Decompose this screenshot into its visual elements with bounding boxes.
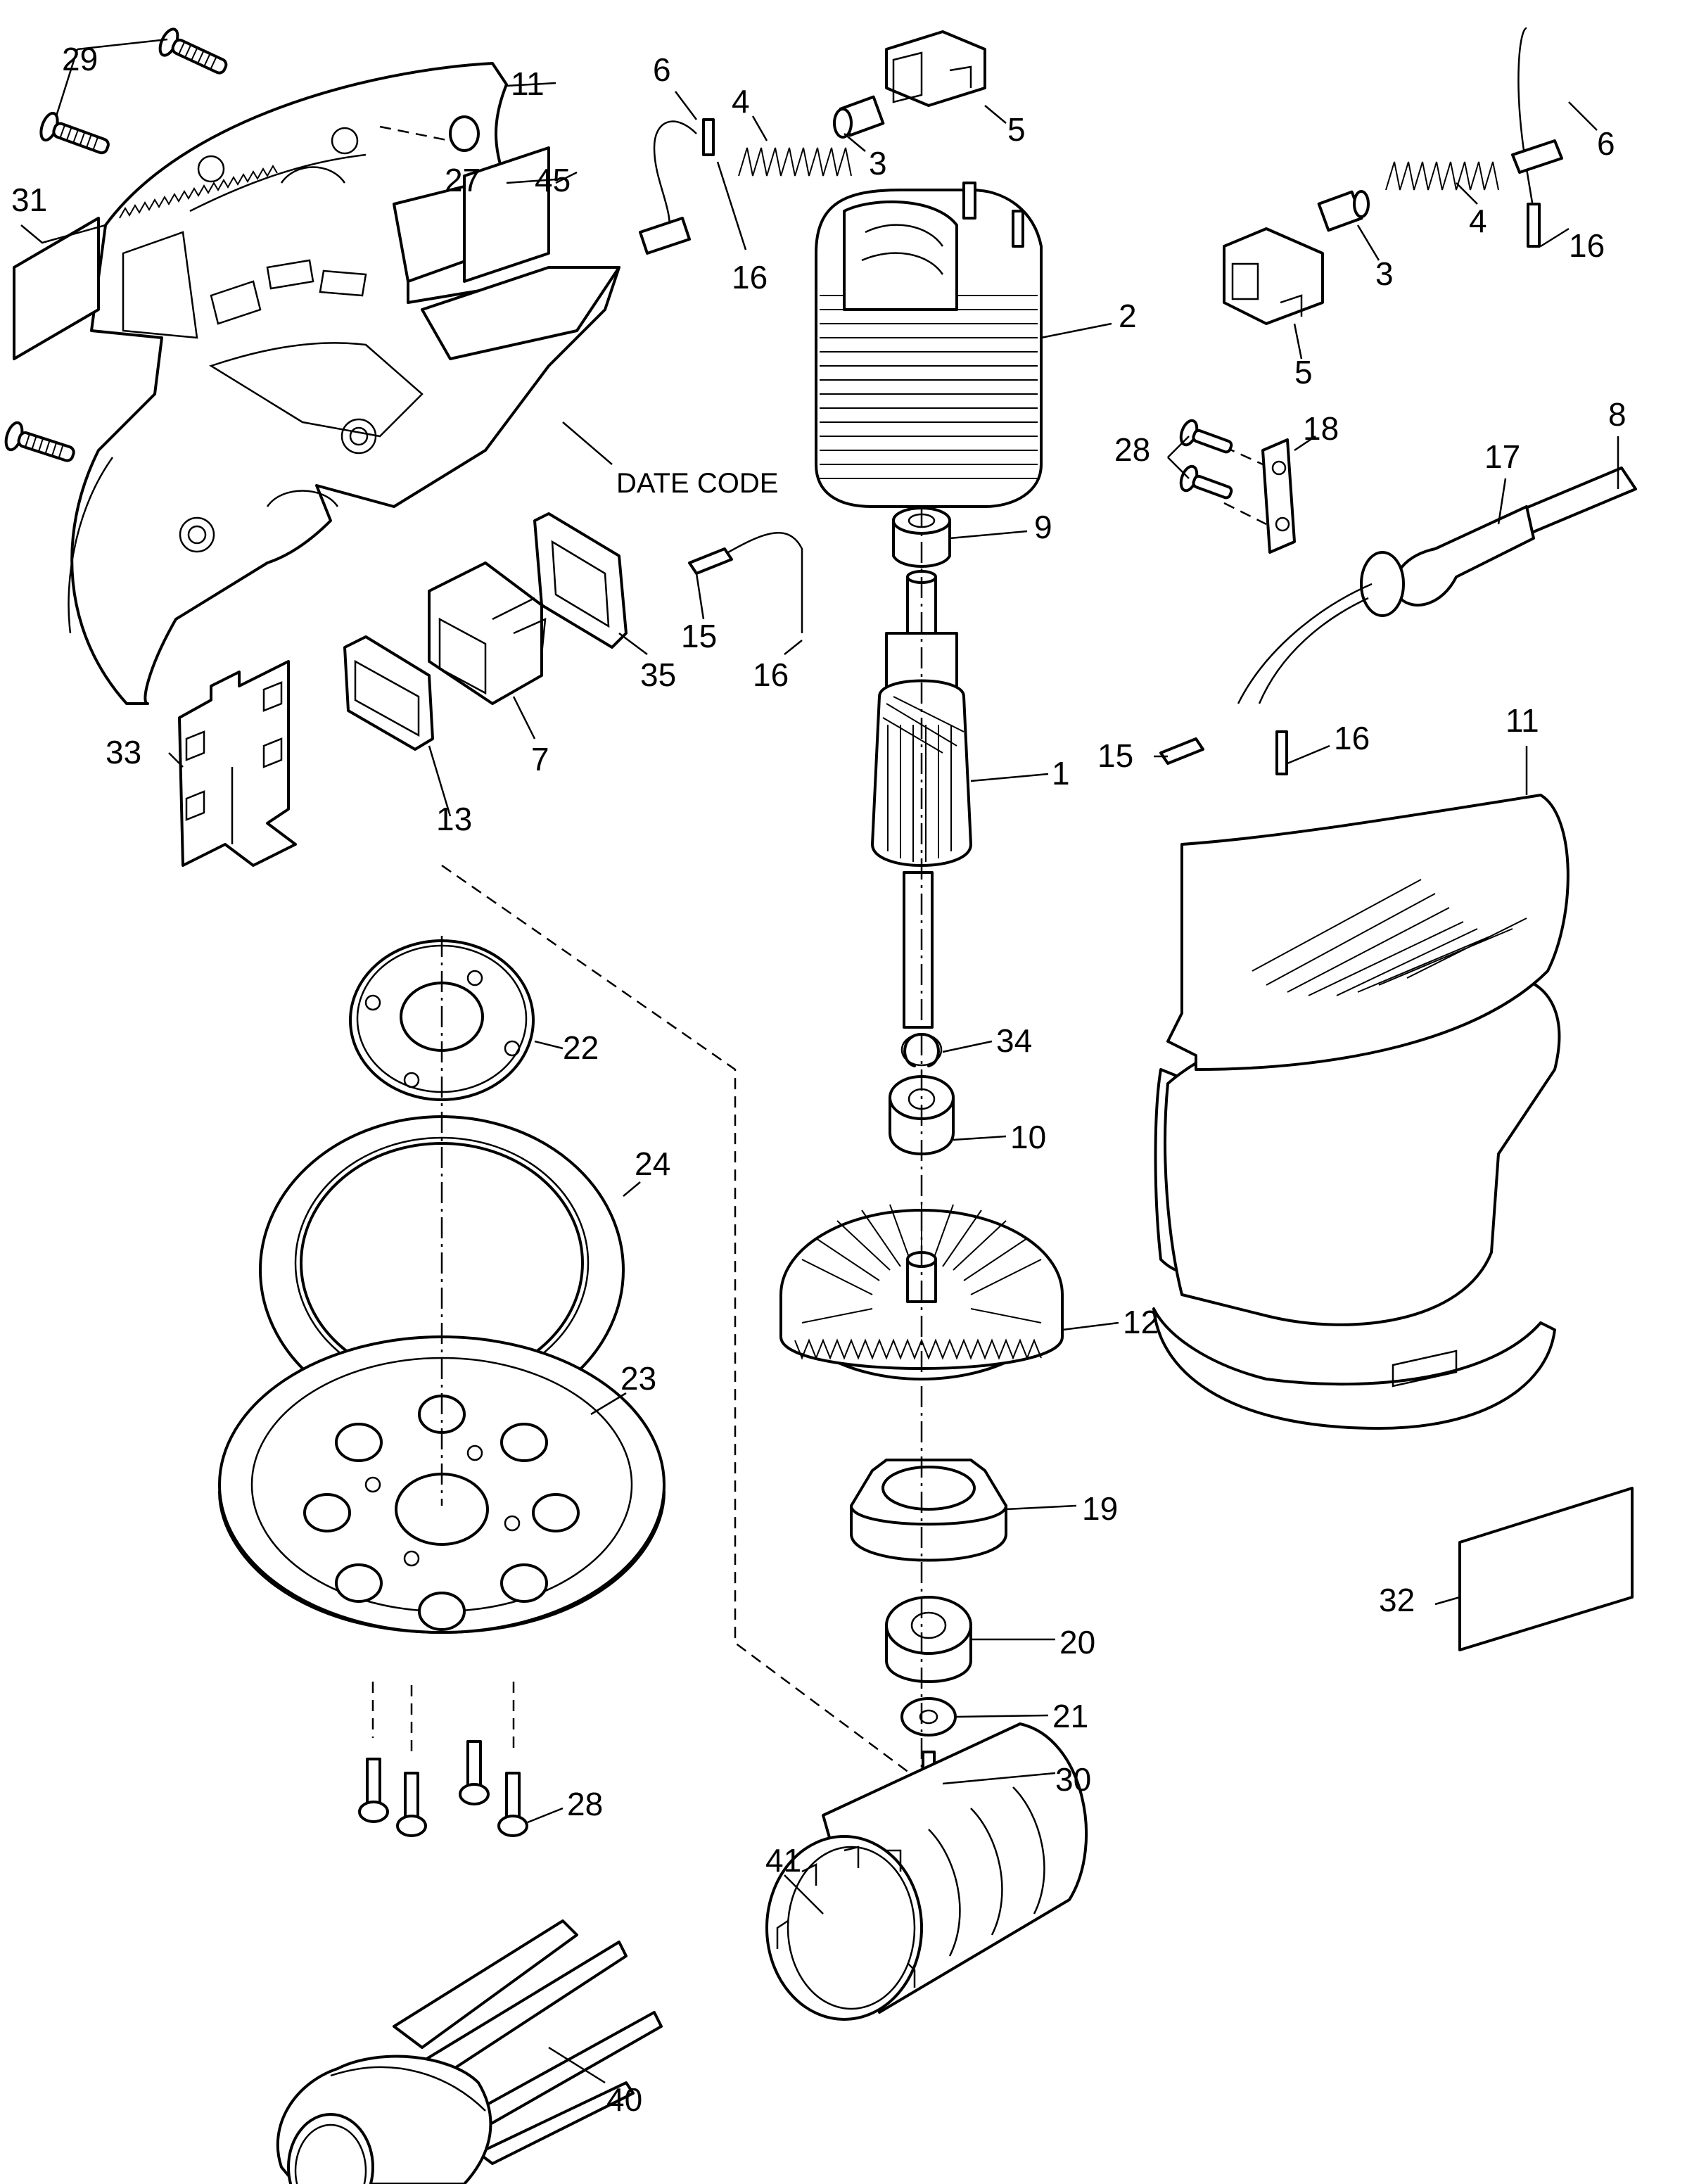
label-35: 35 (640, 656, 676, 693)
brush-holder-5-right (1223, 227, 1324, 325)
label-10: 10 (1010, 1119, 1046, 1155)
label-9: 9 (1034, 509, 1052, 545)
assembly-dashed-guide (441, 864, 929, 1789)
label-16-left: 16 (732, 259, 768, 296)
label-17: 17 (1484, 438, 1520, 475)
housing-assembly-11 (1152, 794, 1570, 1430)
label-19: 19 (1082, 1490, 1118, 1527)
brush-holder-5-left (885, 30, 986, 107)
clamp-screws-28 (1179, 419, 1233, 500)
insulator-33 (178, 660, 297, 867)
data-label-32 (1458, 1487, 1634, 1651)
label-16-right: 16 (1569, 227, 1605, 264)
label-29: 29 (62, 41, 98, 77)
part-labels: 29 11 31 27 45 6 4 3 5 16 DATE CODE 2 6 … (11, 41, 1626, 2118)
label-2: 2 (1119, 298, 1137, 334)
label-22: 22 (563, 1029, 599, 1066)
label-31: 31 (11, 182, 47, 218)
label-8: 8 (1608, 396, 1626, 433)
label-12: 12 (1123, 1304, 1159, 1340)
cord-clamp-18 (1223, 438, 1296, 554)
label-11-right: 11 (1505, 702, 1539, 739)
label-20: 20 (1059, 1624, 1095, 1661)
label-5-right: 5 (1294, 354, 1313, 391)
bearing-20 (885, 1596, 972, 1683)
label-7: 7 (531, 741, 549, 777)
label-45: 45 (535, 162, 571, 198)
label-11-left: 11 (511, 65, 545, 102)
label-13: 13 (436, 801, 472, 837)
label-3-right: 3 (1375, 255, 1394, 292)
pad-screws-28 (358, 1682, 528, 1837)
terminal-16-right (1275, 730, 1288, 775)
label-33: 33 (106, 734, 141, 770)
label-32: 32 (1379, 1582, 1415, 1618)
label-4-left: 4 (732, 83, 750, 120)
label-28-clamp: 28 (1114, 431, 1150, 468)
label-23: 23 (620, 1360, 656, 1397)
brush-lead-6-left (639, 118, 715, 255)
field-stator-2 (815, 182, 1043, 508)
label-28-pad: 28 (567, 1786, 603, 1822)
dust-bag-40 (276, 1919, 663, 2184)
label-18: 18 (1303, 410, 1339, 447)
label-16-cord: 16 (1334, 720, 1370, 756)
label-21: 21 (1052, 1698, 1088, 1734)
dust-adapter-41 (765, 1722, 1088, 2021)
lead-15-16-switch (688, 532, 803, 633)
label-24: 24 (635, 1145, 670, 1182)
label-41: 41 (765, 1842, 801, 1879)
label-3-left: 3 (869, 145, 887, 182)
washer-21 (900, 1697, 957, 1737)
label-34: 34 (996, 1022, 1032, 1059)
bearing-housing-19 (850, 1459, 1007, 1562)
label-4-right: 4 (1469, 203, 1487, 239)
brush-lead-6-right (1511, 27, 1563, 248)
label-16-switch: 16 (753, 656, 789, 693)
switch-7 (428, 561, 547, 705)
label-15-switch: 15 (681, 618, 717, 654)
cord-and-protector-8-17 (1237, 466, 1637, 704)
label-5-left: 5 (1007, 111, 1026, 148)
label-15-cord: 15 (1097, 737, 1133, 774)
brush-spring-4-left (738, 147, 852, 177)
carbon-brush-3-right (1317, 190, 1370, 232)
brush-spring-4-right (1385, 161, 1499, 191)
switch-seal-35 (533, 512, 628, 649)
switch-boot-13 (343, 635, 434, 751)
label-1: 1 (1052, 755, 1070, 792)
carbon-brush-3-left (833, 95, 885, 139)
leader-lines (20, 38, 1619, 2084)
connector-15-right (1159, 737, 1204, 765)
housing-screws-29 (4, 27, 228, 462)
label-40: 40 (606, 2081, 642, 2118)
retaining-ring-34 (900, 1033, 943, 1067)
label-27: 27 (445, 162, 480, 198)
label-30: 30 (1055, 1761, 1091, 1798)
label-6-left: 6 (653, 51, 671, 88)
label-6-right: 6 (1597, 125, 1615, 162)
date-code-note: DATE CODE (616, 468, 778, 499)
